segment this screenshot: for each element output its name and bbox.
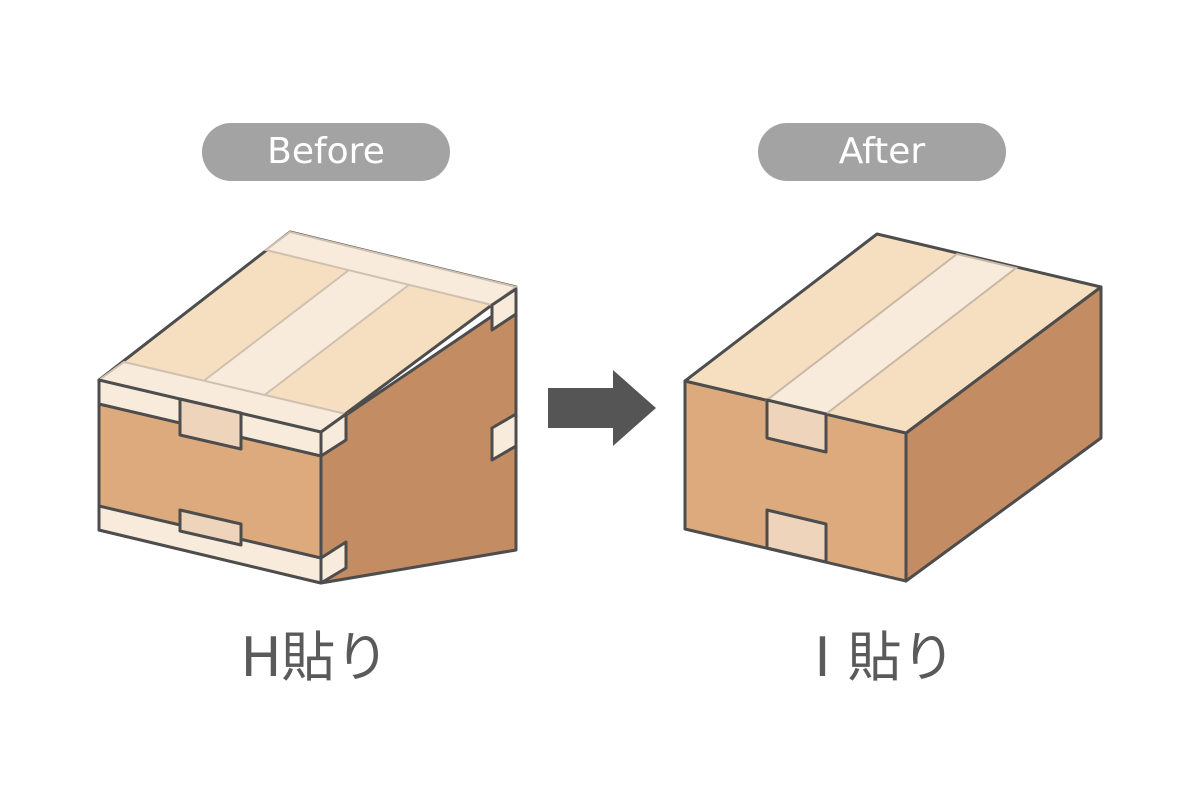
before-front-tab-upper <box>178 397 243 451</box>
before-side-tab-top <box>490 287 518 332</box>
before-side-tab-right-lower <box>490 412 518 462</box>
after-badge: After <box>758 123 1006 181</box>
before-front-tab-lower <box>178 508 243 547</box>
after-front-tab-upper <box>765 398 828 454</box>
before-caption: H貼り <box>240 626 390 689</box>
after-box <box>683 232 1103 583</box>
after-caption: I 貼り <box>814 626 956 689</box>
before-side-tab-bottom <box>319 540 348 585</box>
arrow-right <box>548 370 656 446</box>
before-box <box>96 230 519 585</box>
after-front-tab-lower <box>765 508 828 564</box>
before-side-tab-mid <box>319 412 348 458</box>
before-badge: Before <box>202 123 450 181</box>
